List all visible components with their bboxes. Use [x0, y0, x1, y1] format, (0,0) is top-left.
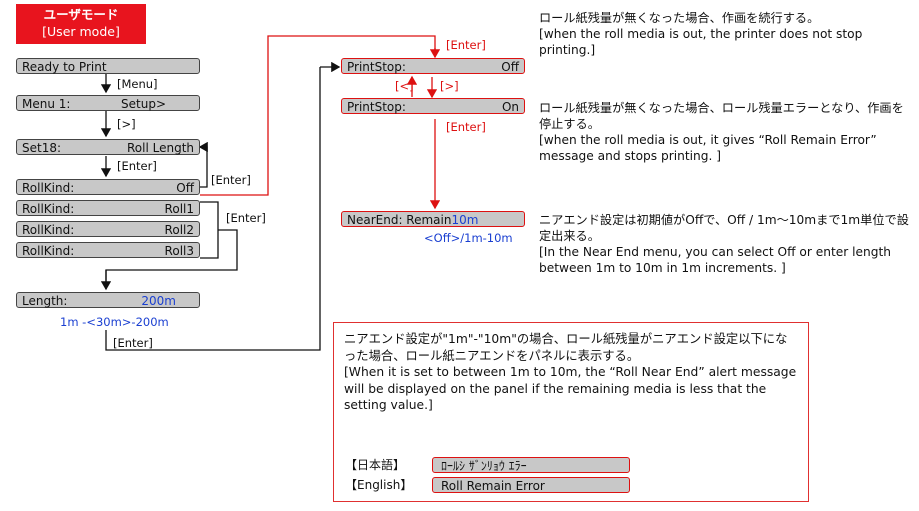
jp-language-label: 【日本語】	[345, 458, 406, 472]
left-key-label: [<]	[395, 79, 414, 93]
nearend-value: 10m	[451, 213, 479, 227]
nearend-range: <Off>/1m-10m	[424, 231, 513, 245]
rollkind-label: RollKind:	[22, 223, 75, 237]
near-end-note: ニアエンド設定が"1m"-"10m"の場合、ロール紙残量がニアエンド設定以下にな…	[333, 322, 809, 502]
length-range: 1m -<30m>-200m	[60, 315, 169, 329]
rollkind-roll2-box[interactable]: RollKind: Roll2	[16, 221, 200, 237]
printstop-off-description: ロール紙残量が無くなった場合、作画を続行する。 [when the roll m…	[539, 10, 909, 58]
printstop-on-box[interactable]: PrintStop: On	[341, 98, 525, 114]
header-title-en: [User mode]	[42, 24, 120, 39]
desc-jp: ロール紙残量が無くなった場合、作画を続行する。	[539, 11, 820, 25]
ready-to-print-box[interactable]: Ready to Print	[16, 58, 200, 74]
jp-error-message: ﾛｰﾙｼ ｻﾞﾝﾘｮｳ ｴﾗｰ	[432, 457, 630, 473]
desc-en: [In the Near End menu, you can select Of…	[539, 245, 891, 275]
nearend-description: ニアエンド設定は初期値がOffで、Off / 1m～10mまで1m単位で設定出来…	[539, 212, 909, 276]
rollkind-label: RollKind:	[22, 181, 75, 195]
rollkind-label: RollKind:	[22, 202, 75, 216]
rollkind-value: Roll3	[164, 244, 194, 258]
note-jp: ニアエンド設定が"1m"-"10m"の場合、ロール紙残量がニアエンド設定以下にな…	[344, 332, 788, 363]
set18-label: Set18:	[22, 141, 62, 155]
desc-en: [when the roll media is out, the printer…	[539, 27, 863, 57]
rollkind-roll1-box[interactable]: RollKind: Roll1	[16, 200, 200, 216]
menu1-value: Setup>	[121, 97, 166, 111]
enter-key-label-red-2: [Enter]	[446, 120, 486, 134]
en-error-message: Roll Remain Error	[432, 477, 630, 493]
printstop-value: On	[501, 100, 519, 114]
printstop-value: Off	[501, 60, 519, 74]
desc-en: [when the roll media is out, it gives “R…	[539, 133, 877, 163]
menu1-setup-box[interactable]: Menu 1: Setup>	[16, 95, 200, 111]
printstop-on-description: ロール紙残量が無くなった場合、ロール残量エラーとなり、作画を停止する。 [whe…	[539, 100, 909, 164]
enter-key-label-bracket: [Enter]	[226, 211, 266, 225]
printstop-off-box[interactable]: PrintStop: Off	[341, 58, 525, 74]
enter-key-label-length: [Enter]	[113, 336, 153, 350]
note-en: [When it is set to between 1m to 10m, th…	[344, 365, 797, 412]
enter-key-label-loop: [Enter]	[211, 173, 251, 187]
rollkind-value: Roll1	[164, 202, 194, 216]
enter-key-label-1: [Enter]	[117, 159, 157, 173]
set18-value: Roll Length	[126, 141, 194, 155]
rollkind-label: RollKind:	[22, 244, 75, 258]
length-box[interactable]: Length: 200m	[16, 292, 200, 308]
printstop-label: PrintStop:	[347, 60, 406, 74]
set18-roll-length-box[interactable]: Set18: Roll Length	[16, 139, 200, 155]
en-language-label: 【English】	[345, 478, 413, 492]
rollkind-off-box[interactable]: RollKind: Off	[16, 179, 200, 195]
desc-jp: ロール紙残量が無くなった場合、ロール残量エラーとなり、作画を停止する。	[539, 101, 904, 131]
menu1-label: Menu 1:	[22, 97, 71, 111]
nearend-label: NearEnd: Remain10m	[347, 213, 479, 227]
menu-key-label: [Menu]	[117, 77, 158, 91]
ready-label: Ready to Print	[22, 60, 107, 74]
right-key-label: [>]	[117, 117, 136, 131]
length-value: 200m	[141, 294, 176, 308]
user-mode-header: ユーザモード [User mode]	[16, 4, 146, 44]
rollkind-value: Off	[176, 181, 194, 195]
enter-key-label-red: [Enter]	[446, 38, 486, 52]
desc-jp: ニアエンド設定は初期値がOffで、Off / 1m～10mまで1m単位で設定出来…	[539, 213, 909, 243]
right-key-label-red: [>]	[440, 79, 459, 93]
rollkind-value: Roll2	[164, 223, 194, 237]
header-title-jp: ユーザモード	[43, 7, 119, 22]
length-label: Length:	[22, 294, 68, 308]
rollkind-roll3-box[interactable]: RollKind: Roll3	[16, 242, 200, 258]
nearend-box[interactable]: NearEnd: Remain10m	[341, 211, 525, 227]
printstop-label: PrintStop:	[347, 100, 406, 114]
